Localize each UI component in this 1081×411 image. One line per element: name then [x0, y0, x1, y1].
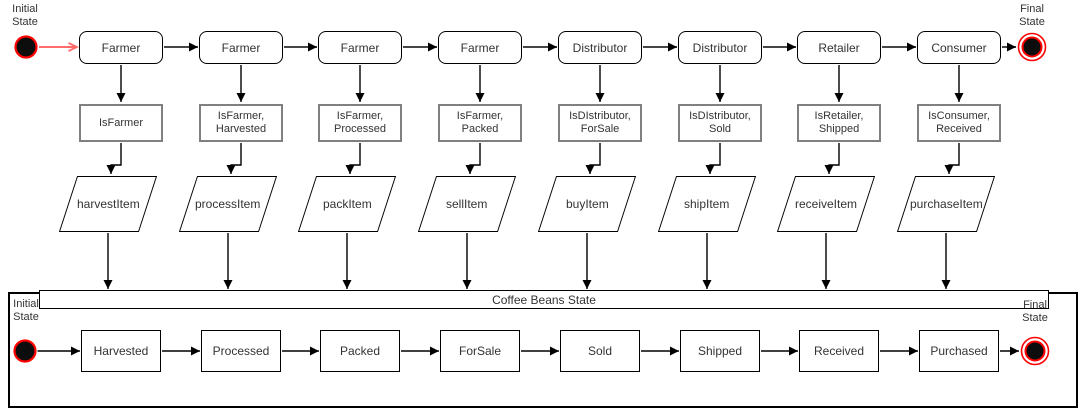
condition-node-1: IsFarmer	[79, 104, 163, 142]
state-node-purchased: Purchased	[919, 330, 999, 372]
actor-to-condition-arrows	[116, 65, 964, 102]
elbow-arrow	[585, 143, 601, 174]
condition-line: ForSale	[580, 123, 620, 135]
actor-node-distributor-2: Distributor	[678, 31, 762, 64]
container-title: Coffee Beans State	[492, 292, 596, 307]
action-label: packItem	[322, 197, 372, 211]
final-state-ring	[1017, 32, 1047, 62]
state-node-forsale: ForSale	[440, 330, 520, 372]
action-label: processItem	[195, 197, 261, 211]
condition-line: IsDIstributor,	[569, 110, 631, 122]
action-label: buyItem	[565, 197, 609, 211]
action-node-process: processItem	[178, 176, 278, 232]
initial-state-dot	[14, 35, 38, 59]
action-node-sell: sellItem	[417, 176, 517, 232]
actor-node-farmer-3: Farmer	[318, 31, 402, 64]
action-label: harvestItem	[76, 197, 140, 211]
label-line: Final	[1023, 299, 1047, 311]
condition-line: Sold	[708, 123, 732, 135]
label-line: State	[1019, 16, 1045, 28]
condition-node-6: IsDIstributor,Sold	[678, 104, 762, 142]
state-node-processed: Processed	[201, 330, 281, 372]
condition-node-4: IsFarmer,Packed	[438, 104, 522, 142]
condition-line: Shipped	[818, 123, 860, 135]
condition-line: Packed	[461, 123, 499, 135]
action-to-state-band-arrows	[103, 233, 951, 289]
state-node-harvested: Harvested	[81, 330, 161, 372]
action-label: receiveItem	[794, 197, 858, 211]
condition-line: IsFarmer,	[336, 110, 384, 122]
action-node-pack: packItem	[297, 176, 397, 232]
action-node-ship: shipItem	[657, 176, 757, 232]
elbow-arrow	[944, 143, 960, 174]
actor-node-distributor-1: Distributor	[558, 31, 642, 64]
condition-line: Received	[936, 123, 982, 135]
state-node-sold: Sold	[560, 330, 640, 372]
condition-to-action-arrows	[106, 143, 960, 174]
label-line: State	[1022, 312, 1048, 324]
condition-line: IsFarmer,	[456, 110, 504, 122]
elbow-arrow	[226, 143, 242, 174]
condition-node-3: IsFarmer,Processed	[318, 104, 402, 142]
condition-line: IsDIstributor,	[689, 110, 751, 122]
actor-node-farmer-2: Farmer	[199, 31, 283, 64]
coffee-beans-state-title-band: Coffee Beans State	[39, 290, 1049, 309]
actor-node-farmer-4: Farmer	[438, 31, 522, 64]
actor-node-retailer: Retailer	[797, 31, 881, 64]
action-node-buy: buyItem	[537, 176, 637, 232]
condition-node-5: IsDIstributor,ForSale	[558, 104, 642, 142]
condition-line: IsRetailer,	[814, 110, 864, 122]
elbow-arrow	[824, 143, 840, 174]
label-line: State	[13, 311, 39, 323]
action-label: shipItem	[684, 197, 730, 211]
action-node-receive: receiveItem	[776, 176, 876, 232]
condition-node-7: IsRetailer,Shipped	[797, 104, 881, 142]
action-label: sellItem	[446, 197, 488, 211]
state-node-shipped: Shipped	[680, 330, 760, 372]
action-node-purchase: purchaseItem	[896, 176, 996, 232]
actor-node-farmer-1: Farmer	[79, 31, 163, 64]
final-state-dot	[1021, 36, 1043, 58]
condition-line: Harvested	[215, 123, 267, 135]
state-node-received: Received	[799, 330, 879, 372]
top-initial-state-marker	[14, 35, 78, 59]
label-line: Final	[1020, 3, 1044, 15]
elbow-arrow	[106, 143, 122, 174]
state-node-packed: Packed	[320, 330, 400, 372]
actor-node-consumer: Consumer	[917, 31, 1001, 64]
elbow-arrow	[705, 143, 721, 174]
label-line: Initial	[12, 3, 38, 15]
condition-node-8: IsConsumer,Received	[917, 104, 1001, 142]
condition-line: IsConsumer,	[928, 110, 990, 122]
condition-node-2: IsFarmer,Harvested	[199, 104, 283, 142]
label-line: Initial	[13, 298, 39, 310]
label-line: State	[12, 16, 38, 28]
elbow-arrow	[345, 143, 361, 174]
elbow-arrow	[465, 143, 481, 174]
condition-line: Processed	[334, 123, 386, 135]
action-label: purchaseItem	[909, 197, 983, 211]
action-node-harvest: harvestItem	[58, 176, 158, 232]
condition-line: IsFarmer,	[217, 110, 265, 122]
condition-line: IsFarmer	[99, 116, 143, 129]
top-final-state-marker	[1017, 32, 1047, 62]
coffee-beans-state-container	[8, 292, 1078, 408]
